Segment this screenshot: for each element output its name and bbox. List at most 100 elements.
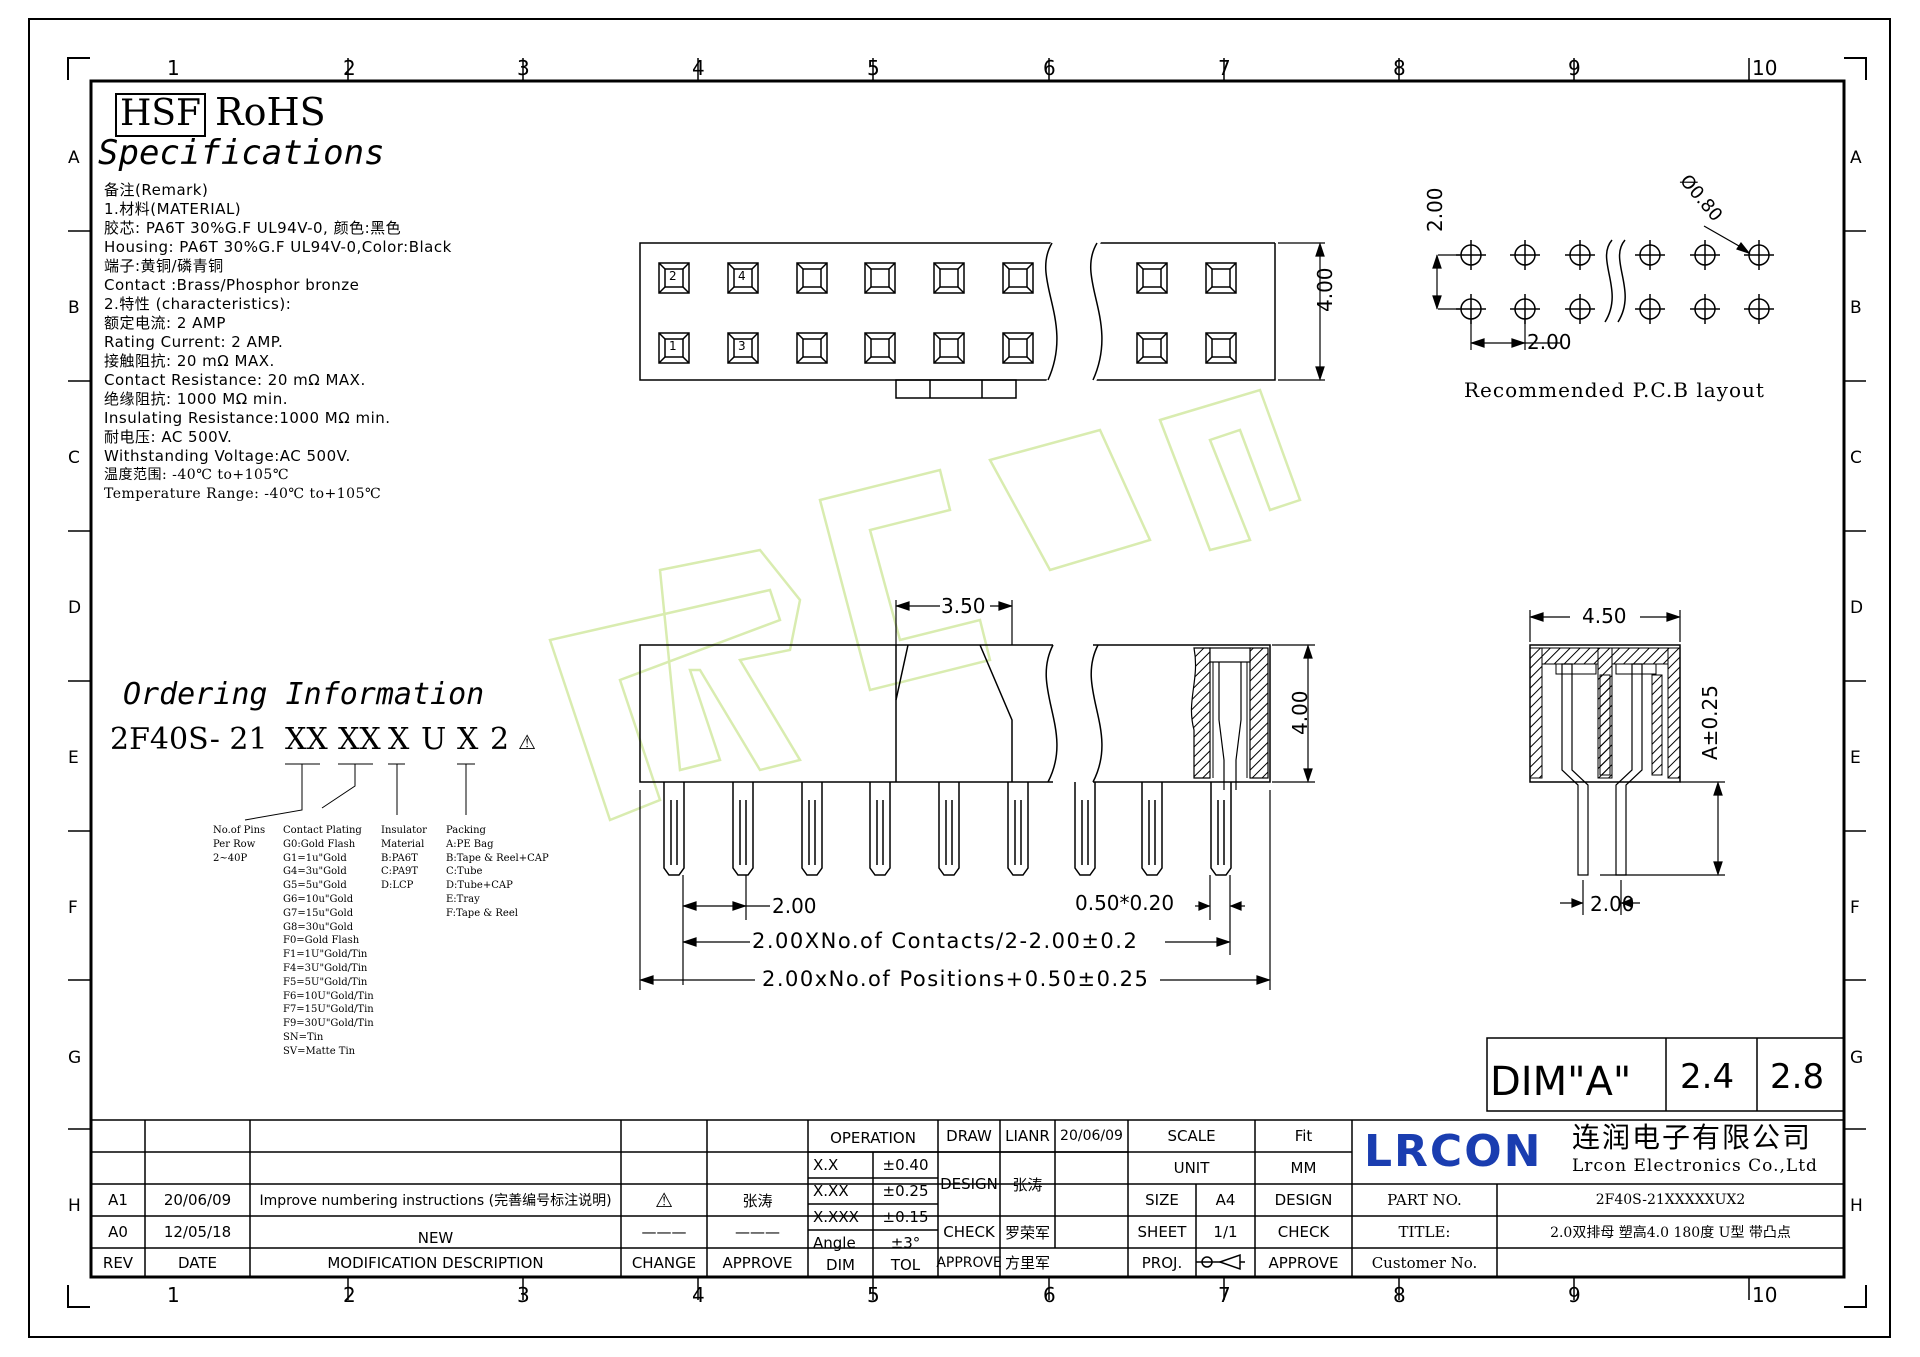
ordering-option: Material [381, 838, 425, 850]
zone-col-top: 9 [1568, 56, 1581, 80]
zone-col-top: 7 [1218, 56, 1231, 80]
ordering-option: D:Tube+CAP [446, 880, 513, 892]
side-height-dim: 4.00 [1288, 690, 1312, 735]
side-dims [639, 600, 1315, 990]
zone-row-right: D [1850, 598, 1864, 618]
ordering-code-plating: XX [338, 722, 381, 757]
zone-col-bottom: 5 [867, 1283, 880, 1307]
top-view [639, 242, 1276, 399]
top-dim-4 [1278, 242, 1325, 381]
hdr-change: CHANGE [631, 1253, 697, 1272]
zone-col-bottom: 4 [692, 1283, 705, 1307]
top-view-break-left [1044, 242, 1058, 381]
ordering-option: F:Tape & Reel [446, 907, 518, 919]
pcb-hole [1744, 294, 1774, 324]
ordering-option: G0:Gold Flash [283, 838, 356, 850]
date-a1: 20/06/09 [163, 1191, 232, 1209]
design-name: 张涛 [1012, 1175, 1043, 1194]
hdr-date: DATE [177, 1253, 218, 1272]
pcb-hole [1510, 240, 1540, 270]
ordering-code-u: U [421, 722, 447, 757]
ordering-leaders [244, 763, 475, 821]
dim-a-value-2: 2.8 [1770, 1057, 1825, 1097]
title-block-grid [91, 1119, 1844, 1277]
ordering-option: F5=5U"Gold/Tin [283, 976, 368, 988]
side-pin [801, 782, 823, 876]
side-pin [1007, 782, 1029, 876]
zone-row-right: F [1850, 898, 1860, 918]
remark-line: 接触阻抗: 20 mΩ MAX. [104, 352, 275, 370]
ordering-option: E:Tray [446, 893, 480, 905]
tol-dim-cell: Angle [813, 1234, 856, 1252]
side-pin [1141, 782, 1163, 876]
contact-cavity [933, 262, 965, 294]
projection-symbol [1196, 1253, 1245, 1271]
zone-row-right: A [1850, 148, 1862, 168]
ordering-option: 2~40P [213, 852, 248, 864]
draw-date: 20/06/09 [1060, 1128, 1123, 1144]
ordering-option: C:Tube [446, 866, 483, 878]
customer-no-label: Customer No. [1371, 1253, 1478, 1272]
dim-col-label: DIM [826, 1255, 855, 1274]
end-a-dim: A±0.25 [1698, 685, 1722, 760]
contact-cavity [864, 332, 896, 364]
contact-cavity [1205, 262, 1237, 294]
tol-value-cell: ±0.15 [882, 1208, 929, 1226]
revision-mark-icon: ⚠ [518, 730, 536, 754]
ordering-option: A:PE Bag [446, 838, 494, 850]
zone-row-left: D [68, 598, 82, 618]
company-name-cn: 连润电子有限公司 [1572, 1121, 1813, 1154]
desc-a0: NEW [417, 1229, 454, 1247]
contact-cavity [658, 332, 690, 364]
part-no-label: PART NO. [1387, 1191, 1462, 1209]
ordering-option: Insulator [381, 825, 427, 836]
zone-col-top: 10 [1752, 56, 1778, 80]
pcb-dims [1432, 225, 1751, 350]
ordering-code-prefix: 2F40S- 21 [110, 722, 268, 757]
approve-a0: ——— [735, 1223, 780, 1241]
side-pin [1210, 782, 1232, 876]
zone-col-bottom: 9 [1568, 1283, 1581, 1307]
remark-line: Contact :Brass/Phosphor bronze [104, 276, 360, 294]
tol-dim-cell: X.XXX [813, 1208, 859, 1226]
remark-line: 1.材料(MATERIAL) [104, 200, 242, 218]
ordering-option: G6=10u"Gold [283, 893, 354, 905]
end-width-dim: 4.50 [1582, 604, 1627, 628]
ordering-option: G8=30u"Gold [283, 921, 354, 933]
zone-col-bottom: 10 [1752, 1283, 1778, 1307]
pcb-hole [1565, 294, 1595, 324]
pin-number: 2 [669, 269, 677, 283]
top-view-break-right [1089, 242, 1103, 381]
change-a0: ——— [641, 1223, 687, 1241]
hdr-desc: MODIFICATION DESCRIPTION [327, 1253, 544, 1272]
ordering-option: G5=5u"Gold [283, 880, 347, 892]
zone-col-bottom: 1 [167, 1283, 180, 1307]
ordering-option: F9=30U"Gold/Tin [283, 1018, 374, 1030]
sheet-label: SHEET [1137, 1223, 1187, 1241]
remark-line: 温度范围: -40℃ to+105℃ [104, 467, 289, 483]
ordering-option: SV=Matte Tin [283, 1045, 356, 1057]
hdr-rev: REV [102, 1253, 134, 1272]
zone-row-left: G [68, 1048, 82, 1068]
ordering-option: B:Tape & Reel+CAP [446, 852, 549, 864]
check-label: CHECK [943, 1223, 995, 1241]
pcb-hole [1690, 240, 1720, 270]
ordering-option: G4=3u"Gold [283, 866, 347, 878]
pcb-hole [1456, 240, 1486, 270]
company-logo: LRCON [1364, 1126, 1543, 1177]
pcb-break-left [1604, 239, 1613, 323]
remark-line: 额定电流: 2 AMP [104, 314, 226, 332]
pcb-break-right [1617, 239, 1626, 323]
contact-cavity [864, 262, 896, 294]
zone-col-bottom: 7 [1218, 1283, 1231, 1307]
remark-line: Rating Current: 2 AMP. [104, 333, 284, 351]
ordering-option: C:PA9T [381, 866, 419, 878]
title-value: 2.0双排母 塑高4.0 180度 U型 带凸点 [1550, 1225, 1791, 1241]
tol-dim-cell: X.XX [813, 1182, 849, 1200]
top-view-break-gap [1045, 240, 1106, 384]
hdr-approve: APPROVE [722, 1253, 793, 1272]
dim-a-value-1: 2.4 [1680, 1057, 1735, 1097]
zone-row-left: C [68, 448, 80, 468]
pcb-hole [1690, 294, 1720, 324]
